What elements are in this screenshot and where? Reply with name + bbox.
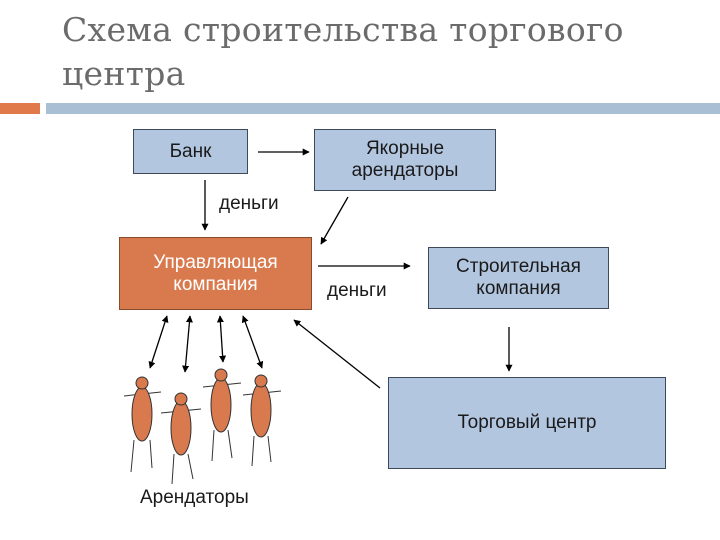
construction-company-node: Строительная компания [428,247,609,309]
arrow-tenant-1-management [148,315,169,369]
money-label-management-to-construction: деньги [327,280,387,301]
tenants-label: Арендаторы [140,487,249,508]
management-company-node-label: Управляющая компания [153,251,278,295]
arrow-tenant-2-management [182,315,193,373]
money-label-bank-to-management: деньги [219,193,279,214]
arrow-tenant-3-management [216,315,227,363]
shopping-center-node: Торговый центр [388,377,666,469]
arrow-anchor-to-management [320,196,349,245]
person-figure-2 [160,392,202,485]
bank-node-label: Банк [169,140,212,162]
title-accent-blue [46,103,720,114]
shopping-center-node-label: Торговый центр [457,412,597,433]
slide-title: Схема строительства торгового центра [62,10,624,93]
construction-company-node-label: Строительная компания [456,256,581,299]
arrow-tenant-4-management [241,315,264,369]
title-accent-orange [0,103,40,114]
person-figure-1 [123,376,162,473]
person-figure-3 [202,368,242,462]
bank-node: Банк [133,129,248,174]
anchor-tenants-node: Якорные арендаторы [314,129,496,191]
arrow-center-to-management [293,319,381,389]
person-figure-4 [242,374,282,467]
management-company-node: Управляющая компания [119,237,312,310]
anchor-tenants-node-label: Якорные арендаторы [351,138,459,181]
